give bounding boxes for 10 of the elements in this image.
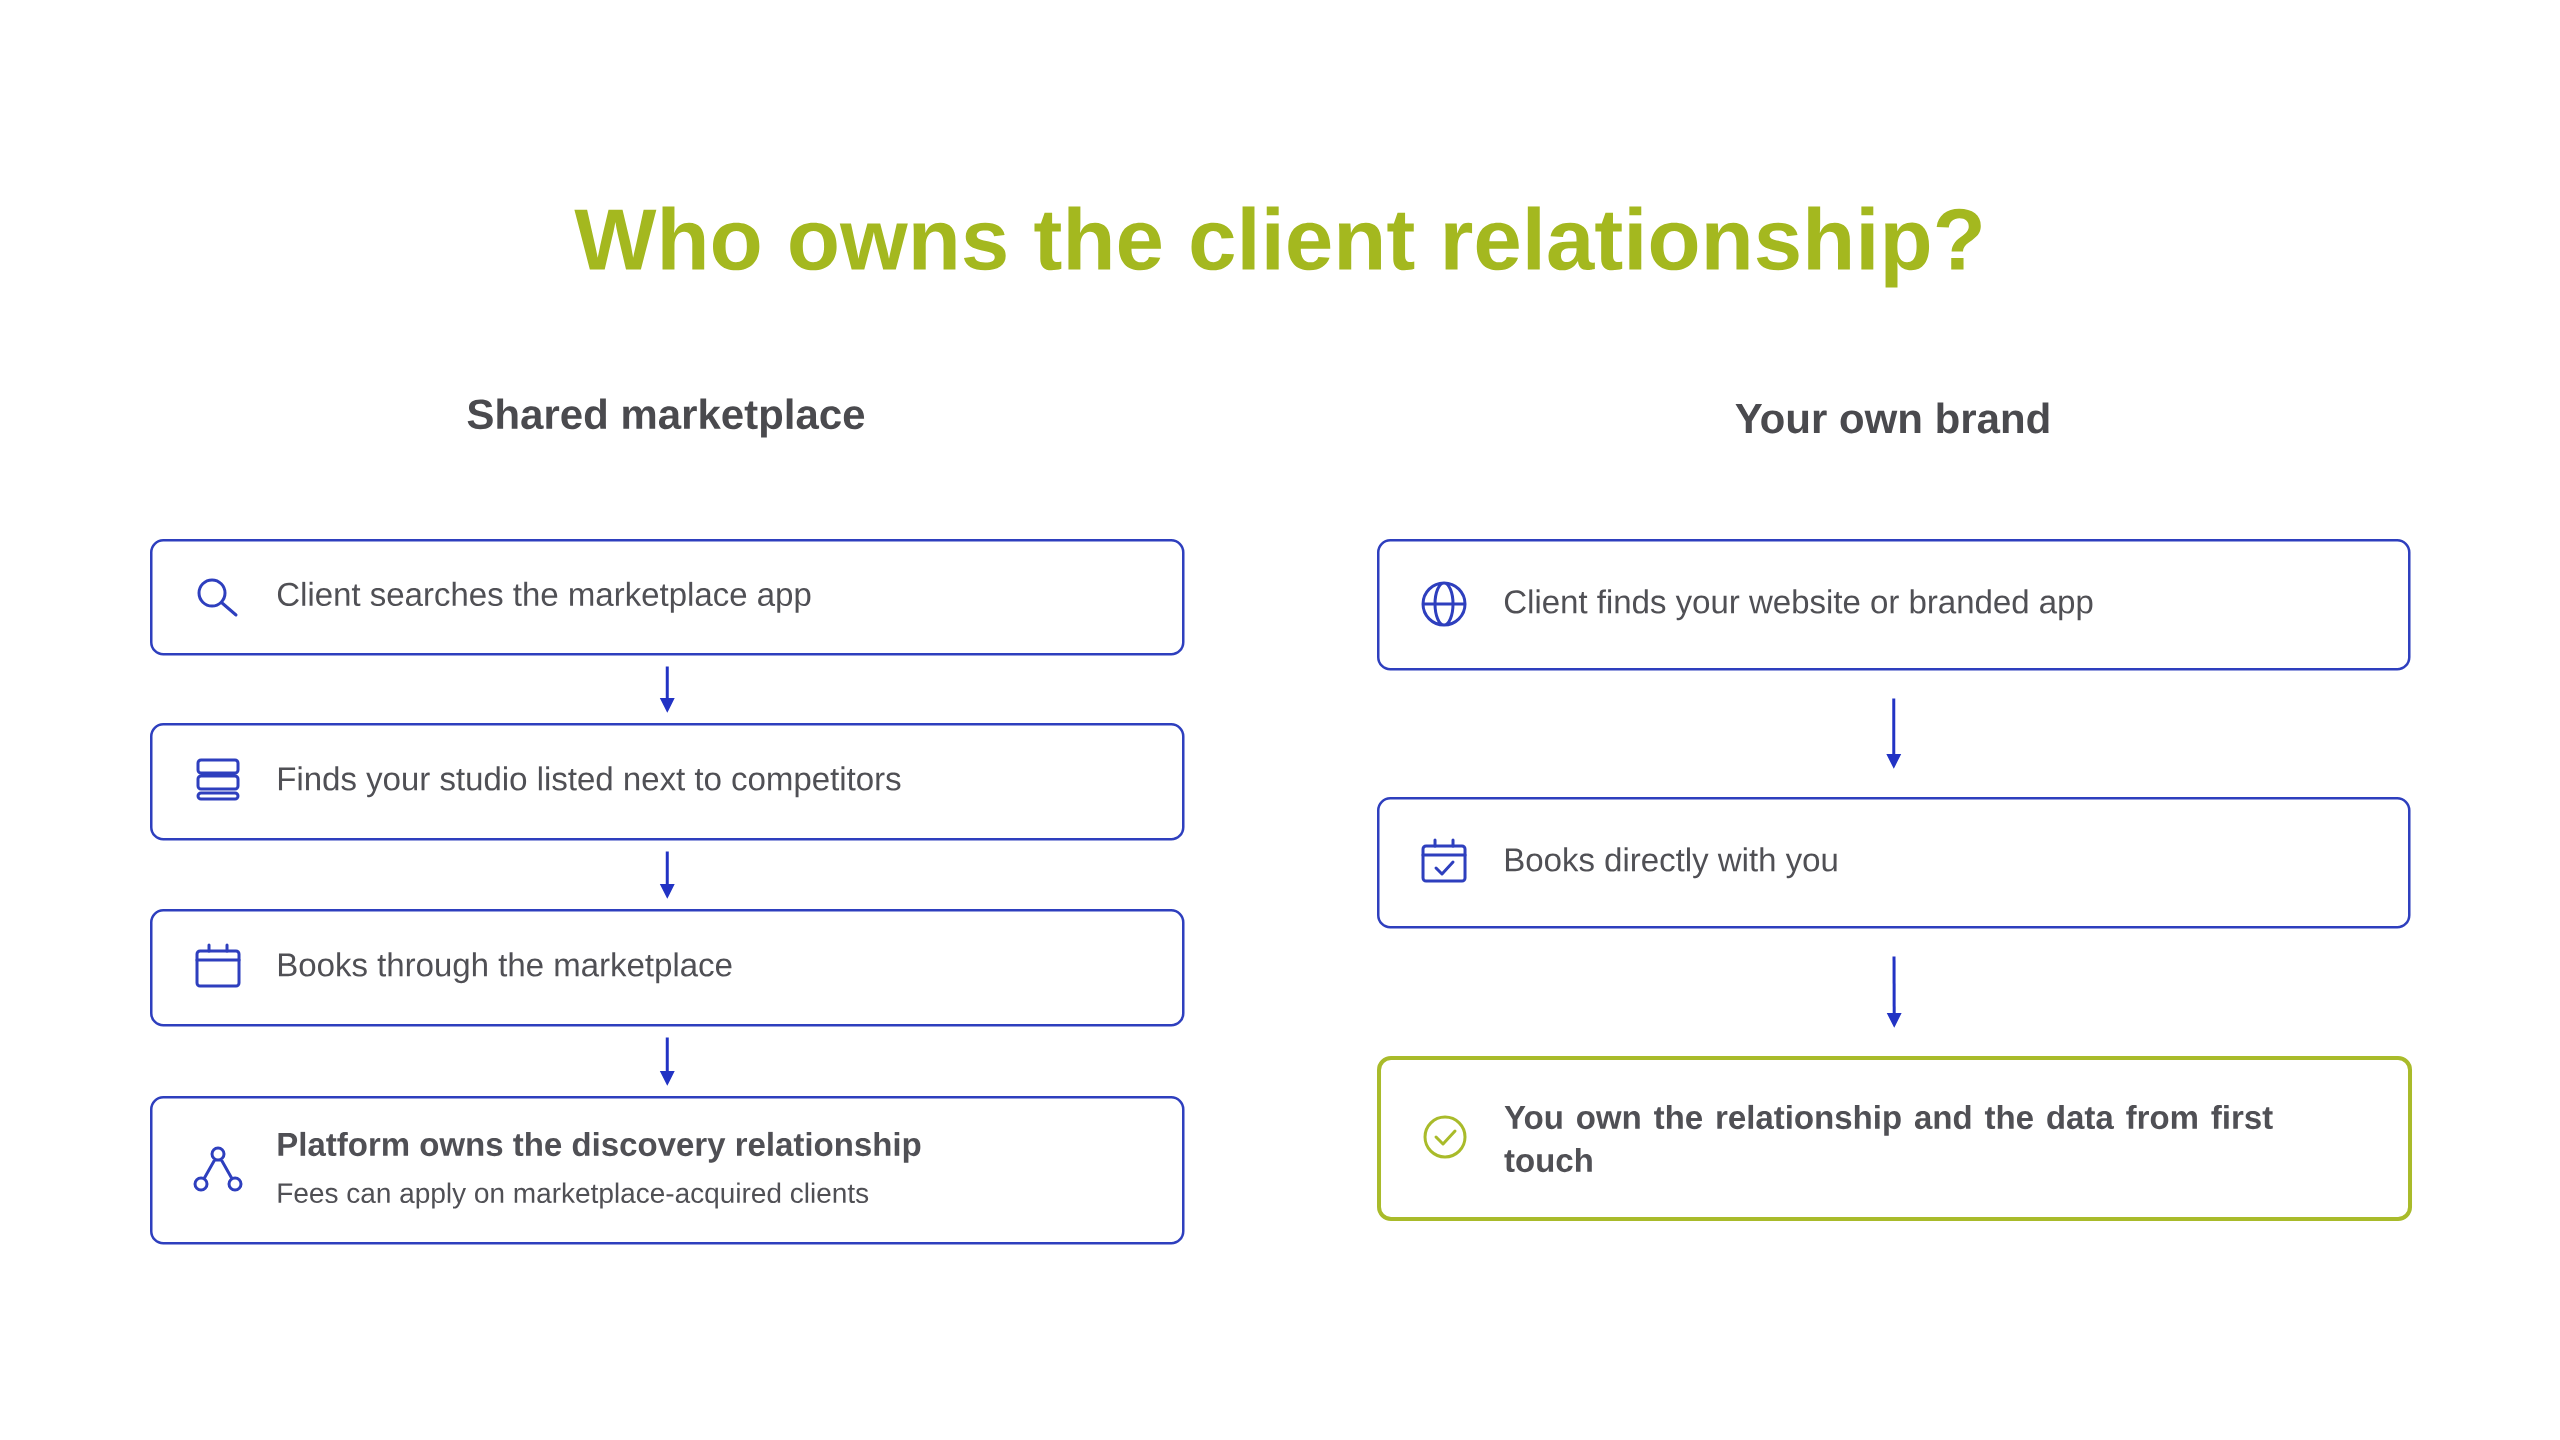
step-box: Books through the marketplace — [150, 909, 1185, 1027]
step-box: Books directly with you — [1377, 797, 2411, 929]
result-box: You own the relationship and the data from first touch — [1377, 1056, 2412, 1221]
column-heading: Shared marketplace — [467, 398, 865, 438]
title: Who owns the client relationship? — [574, 206, 1981, 288]
step-box: Platform owns the discovery relationship Fees can apply on marketplace-acquired clients — [150, 1096, 1185, 1245]
step-box: Client searches the marketplace app — [150, 539, 1185, 656]
column-heading: Your own brand — [1735, 402, 2049, 434]
step-box: Client finds your website or branded app — [1377, 539, 2411, 671]
step-box: Finds your studio listed next to competitors — [150, 723, 1185, 841]
